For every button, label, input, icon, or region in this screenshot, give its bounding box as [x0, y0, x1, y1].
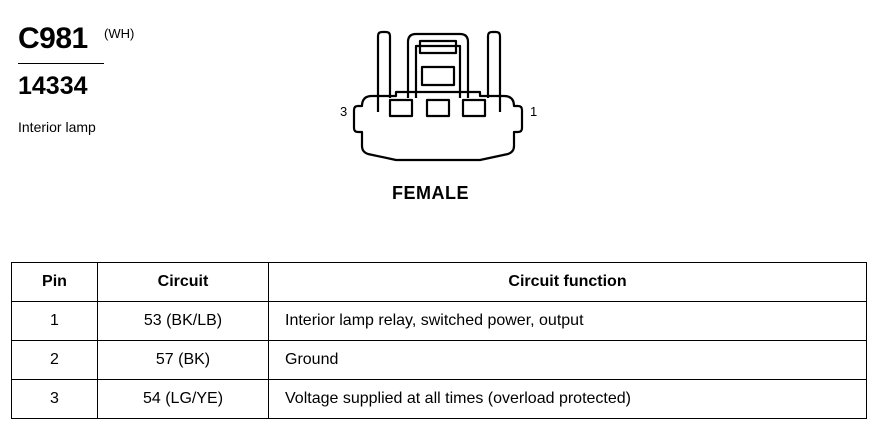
function-cell: Interior lamp relay, switched power, out…	[268, 301, 867, 341]
circuit-cell: 57 (BK)	[97, 340, 269, 380]
pin-cavity-1	[461, 98, 487, 118]
table-row: 3 54 (LG/YE) Voltage supplied at all tim…	[11, 379, 867, 419]
pin-label-left: 3	[340, 104, 347, 119]
table-row: 1 53 (BK/LB) Interior lamp relay, switch…	[11, 301, 867, 341]
connector-description: Interior lamp	[18, 119, 96, 135]
header-circuit-function: Circuit function	[268, 262, 867, 302]
part-number: 14334	[18, 72, 88, 100]
circuit-cell: 53 (BK/LB)	[97, 301, 269, 341]
connector-id: C981	[18, 22, 88, 55]
circuit-cell: 54 (LG/YE)	[97, 379, 269, 419]
function-cell: Voltage supplied at all times (overload …	[268, 379, 867, 419]
connector-color-code: (WH)	[104, 26, 135, 41]
pin-cavity-3	[388, 98, 414, 118]
pin-cavity-2	[425, 98, 451, 118]
table-header-row: Pin Circuit Circuit function	[11, 262, 867, 302]
pin-label-right: 1	[530, 104, 537, 119]
locking-latch	[376, 30, 502, 112]
connector-housing	[352, 90, 524, 162]
header-pin: Pin	[11, 262, 98, 302]
connector-gender-label: FEMALE	[392, 183, 469, 203]
pin-cell: 2	[11, 340, 98, 380]
function-cell: Ground	[268, 340, 867, 380]
table-row: 2 57 (BK) Ground	[11, 340, 867, 380]
connector-face-diagram: 3 1	[340, 30, 537, 162]
pin-table: Pin Circuit Circuit function 1 53 (BK/LB…	[11, 262, 867, 419]
pin-cell: 1	[11, 301, 98, 341]
title-divider	[18, 63, 104, 64]
header-circuit: Circuit	[97, 262, 269, 302]
pin-cell: 3	[11, 379, 98, 419]
